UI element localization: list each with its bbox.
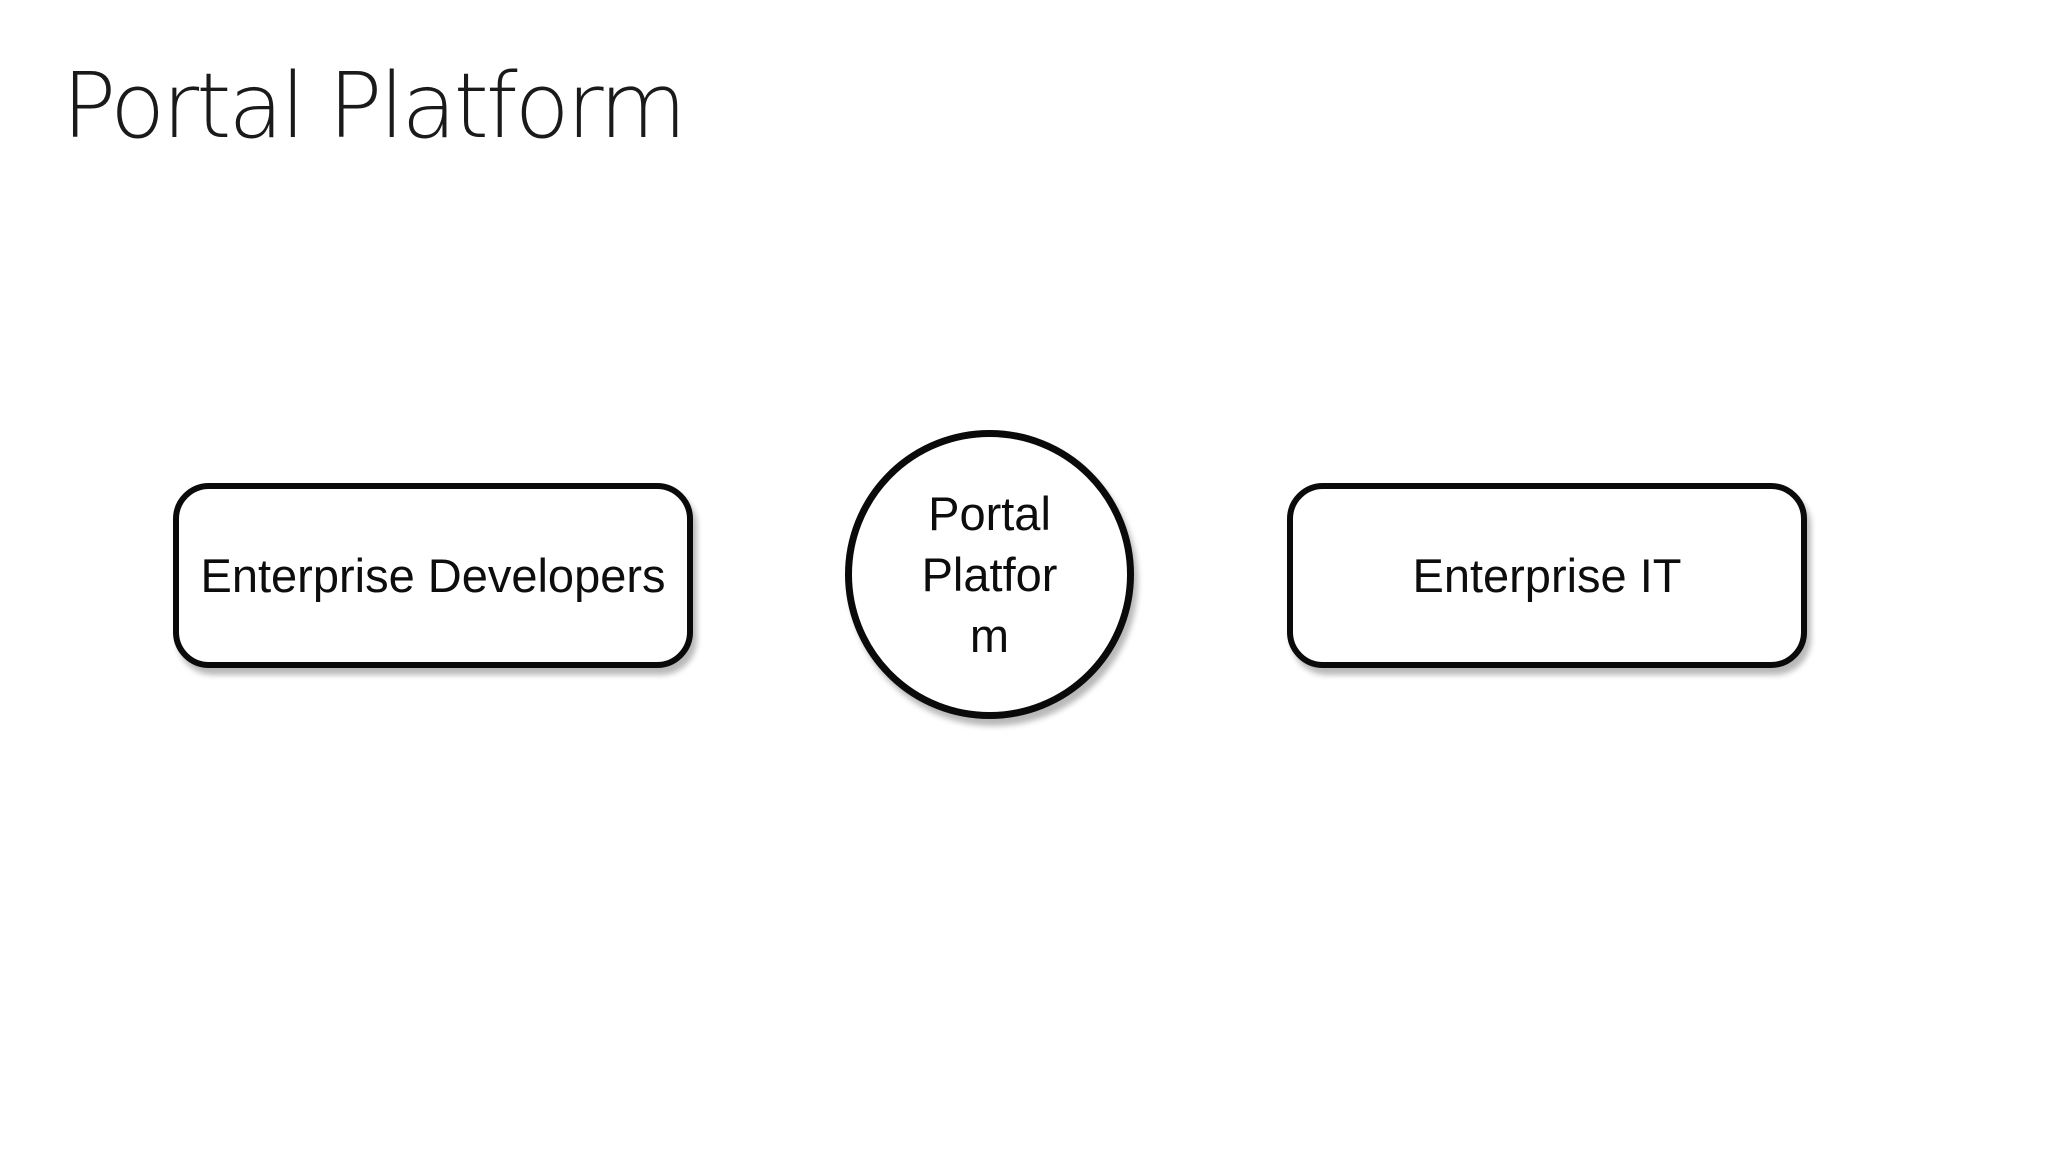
portal-platform-label-line-1: Portal — [928, 486, 1051, 540]
portal-platform-label-line-2: Platfor — [921, 547, 1058, 601]
shape-enterprise-developers: Enterprise Developers — [173, 483, 693, 668]
shape-portal-platform-circle: Portal Platfor m — [845, 430, 1134, 719]
shape-enterprise-it: Enterprise IT — [1287, 483, 1807, 668]
enterprise-developers-label: Enterprise Developers — [200, 549, 666, 602]
portal-platform-label: Portal Platfor m — [922, 483, 1058, 666]
slide-title: Portal Platform — [62, 54, 687, 159]
enterprise-it-label: Enterprise IT — [1412, 549, 1682, 602]
portal-platform-label-line-3: m — [969, 609, 1010, 663]
